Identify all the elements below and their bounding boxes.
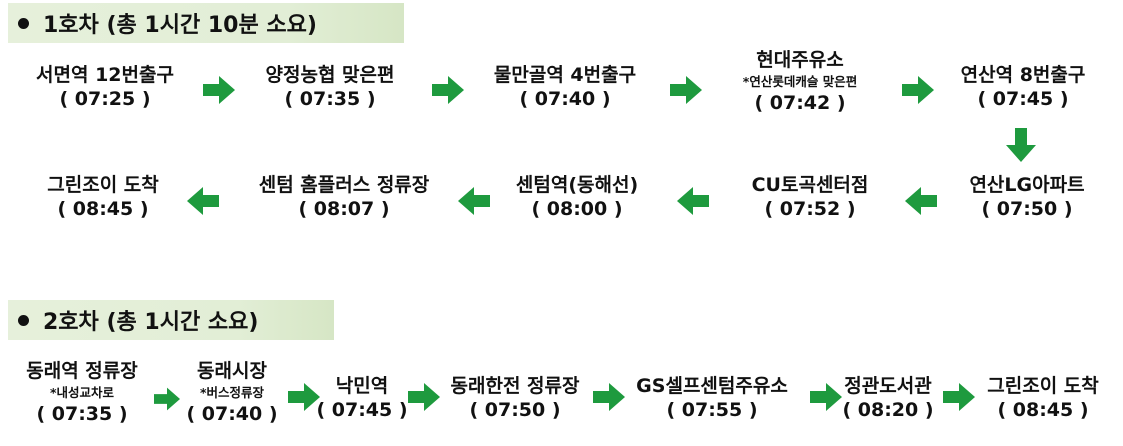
stop-2-1: 동래역 정류장 *내성교차로 ( 07:35 ) [26,360,138,426]
stop-1-3: 물만골역 4번출구 ( 07:40 ) [494,64,636,112]
stop-2-5: GS셀프센텀주유소 ( 07:55 ) [636,375,788,423]
arrow-left-icon [458,187,490,215]
stop-2-3: 낙민역 ( 07:45 ) [316,375,407,423]
stop-name: CU토곡센터점 [751,174,869,196]
arrow-left-icon [187,187,219,215]
stop-name: GS셀프센텀주유소 [636,375,788,397]
stop-name: 동래한전 정류장 [450,375,580,397]
stop-name: 낙민역 [335,375,389,397]
stop-time: ( 08:45 ) [997,398,1089,421]
stop-time: ( 07:50 ) [469,398,561,421]
stop-time: ( 07:25 ) [59,87,151,110]
arrow-right-icon [432,76,464,104]
stop-2-2: 동래시장 *버스정류장 ( 07:40 ) [186,360,277,426]
stop-name: 그린조이 도착 [47,174,159,196]
arrow-down-icon [1006,128,1036,162]
stop-time: ( 07:52 ) [764,197,856,220]
stop-time: ( 07:40 ) [519,87,611,110]
arrow-right-icon [902,76,934,104]
stop-name: 동래시장 [197,360,267,382]
bullet-icon [18,17,29,29]
stop-time: ( 08:00 ) [531,197,623,220]
stop-time: ( 07:35 ) [284,87,376,110]
stop-2-7: 그린조이 도착 ( 08:45 ) [987,375,1099,423]
arrow-right-icon [670,76,702,104]
arrow-right-icon [810,383,842,411]
stop-time: ( 07:50 ) [981,197,1073,220]
route-1-header: 1호차 (총 1시간 10분 소요) [8,3,404,43]
stop-name: 센텀역(동해선) [515,174,639,196]
arrow-right-icon [408,383,440,411]
stop-2-6: 정관도서관 ( 08:20 ) [842,375,933,423]
arrow-right-icon [593,383,625,411]
stop-name: 양정농협 맞은편 [265,64,395,86]
stop-time: ( 08:07 ) [298,197,390,220]
bullet-icon [18,314,29,326]
stop-note: *연산롯데캐슬 맞은편 [742,73,858,89]
stop-time: ( 07:45 ) [316,398,408,421]
stop-time: ( 07:42 ) [754,91,846,114]
arrow-right-icon [154,387,180,411]
stop-time: ( 07:45 ) [977,87,1069,110]
stop-name: 센텀 홈플러스 정류장 [258,174,430,196]
stop-name: 연산LG아파트 [969,174,1085,196]
stop-time: ( 08:20 ) [842,398,934,421]
arrow-left-icon [677,187,709,215]
stop-2-4: 동래한전 정류장 ( 07:50 ) [451,375,580,423]
stop-note: *내성교차로 [49,384,115,400]
stop-name: 그린조이 도착 [987,375,1099,397]
stop-name: 물만골역 4번출구 [493,64,637,86]
stop-1-6: 연산LG아파트 ( 07:50 ) [969,174,1084,222]
route-2-title: 2호차 (총 1시간 소요) [43,310,259,335]
stop-1-2: 양정농협 맞은편 ( 07:35 ) [266,64,395,112]
stop-time: ( 07:40 ) [186,402,278,425]
stop-1-7: CU토곡센터점 ( 07:52 ) [752,174,869,222]
stop-name: 연산역 8번출구 [960,64,1086,86]
stop-name: 서면역 12번출구 [36,64,174,86]
stop-name: 정관도서관 [844,375,932,397]
stop-time: ( 08:45 ) [57,197,149,220]
route-1-title: 1호차 (총 1시간 10분 소요) [43,13,317,38]
arrow-left-icon [905,187,937,215]
arrow-right-icon [943,383,975,411]
arrow-right-icon [203,76,235,104]
stop-1-1: 서면역 12번출구 ( 07:25 ) [36,64,174,112]
stop-time: ( 07:55 ) [666,398,758,421]
route-2-header: 2호차 (총 1시간 소요) [8,300,334,340]
stop-1-8: 센텀역(동해선) ( 08:00 ) [516,174,638,222]
stop-name: 동래역 정류장 [26,360,138,382]
stop-1-4: 현대주유소 *연산롯데캐슬 맞은편 ( 07:42 ) [743,49,857,115]
stop-name: 현대주유소 [756,49,844,71]
stop-note: *버스정류장 [199,384,265,400]
stop-time: ( 07:35 ) [36,402,128,425]
stop-1-9: 센텀 홈플러스 정류장 ( 08:07 ) [259,174,430,222]
stop-1-5: 연산역 8번출구 ( 07:45 ) [961,64,1086,112]
stop-1-10: 그린조이 도착 ( 08:45 ) [47,174,159,222]
arrow-right-icon [288,383,320,411]
